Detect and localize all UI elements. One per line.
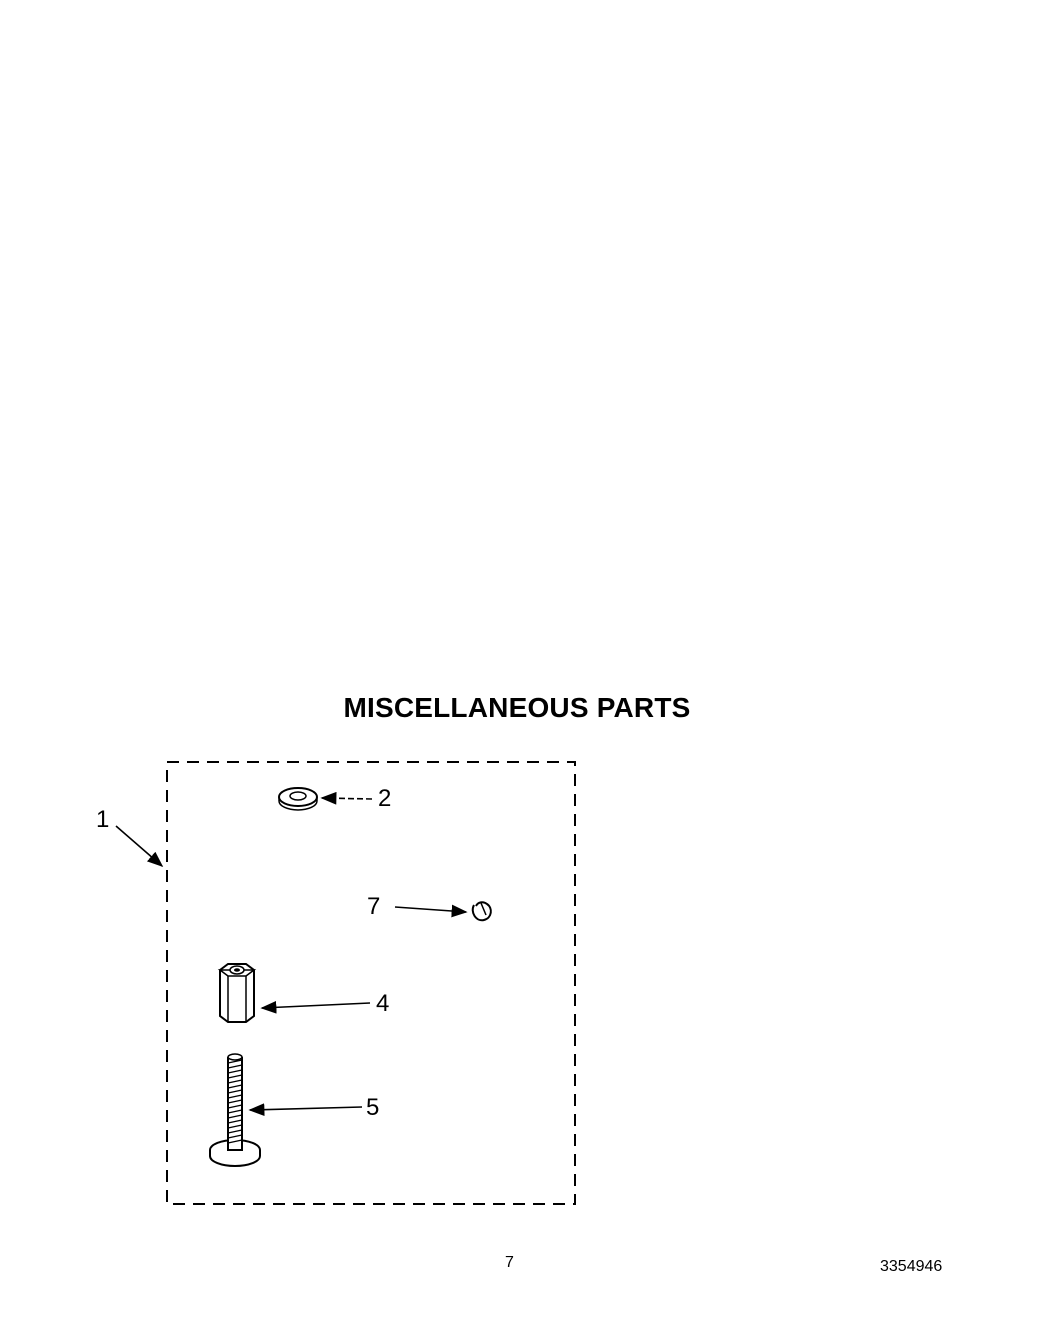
callout-2: 2 <box>378 785 392 812</box>
leader-5 <box>248 1103 363 1117</box>
callout-5: 5 <box>366 1094 380 1121</box>
kit-boundary <box>166 761 576 1205</box>
leveling-leg-part-5 <box>209 1053 261 1167</box>
callout-1: 1 <box>96 806 110 833</box>
clip-part-7 <box>471 901 492 922</box>
document-number: 3354946 <box>880 1258 943 1275</box>
callout-7: 7 <box>367 893 381 920</box>
page-title: MISCELLANEOUS PARTS <box>343 692 691 723</box>
leader-7 <box>394 904 468 918</box>
leader-1 <box>115 825 164 868</box>
callout-4: 4 <box>376 990 390 1017</box>
washer-part-2 <box>278 787 318 811</box>
page-number: 7 <box>505 1254 514 1271</box>
leader-2 <box>320 791 373 805</box>
hex-nut-part-4 <box>217 963 257 1023</box>
leader-4 <box>260 1000 371 1014</box>
